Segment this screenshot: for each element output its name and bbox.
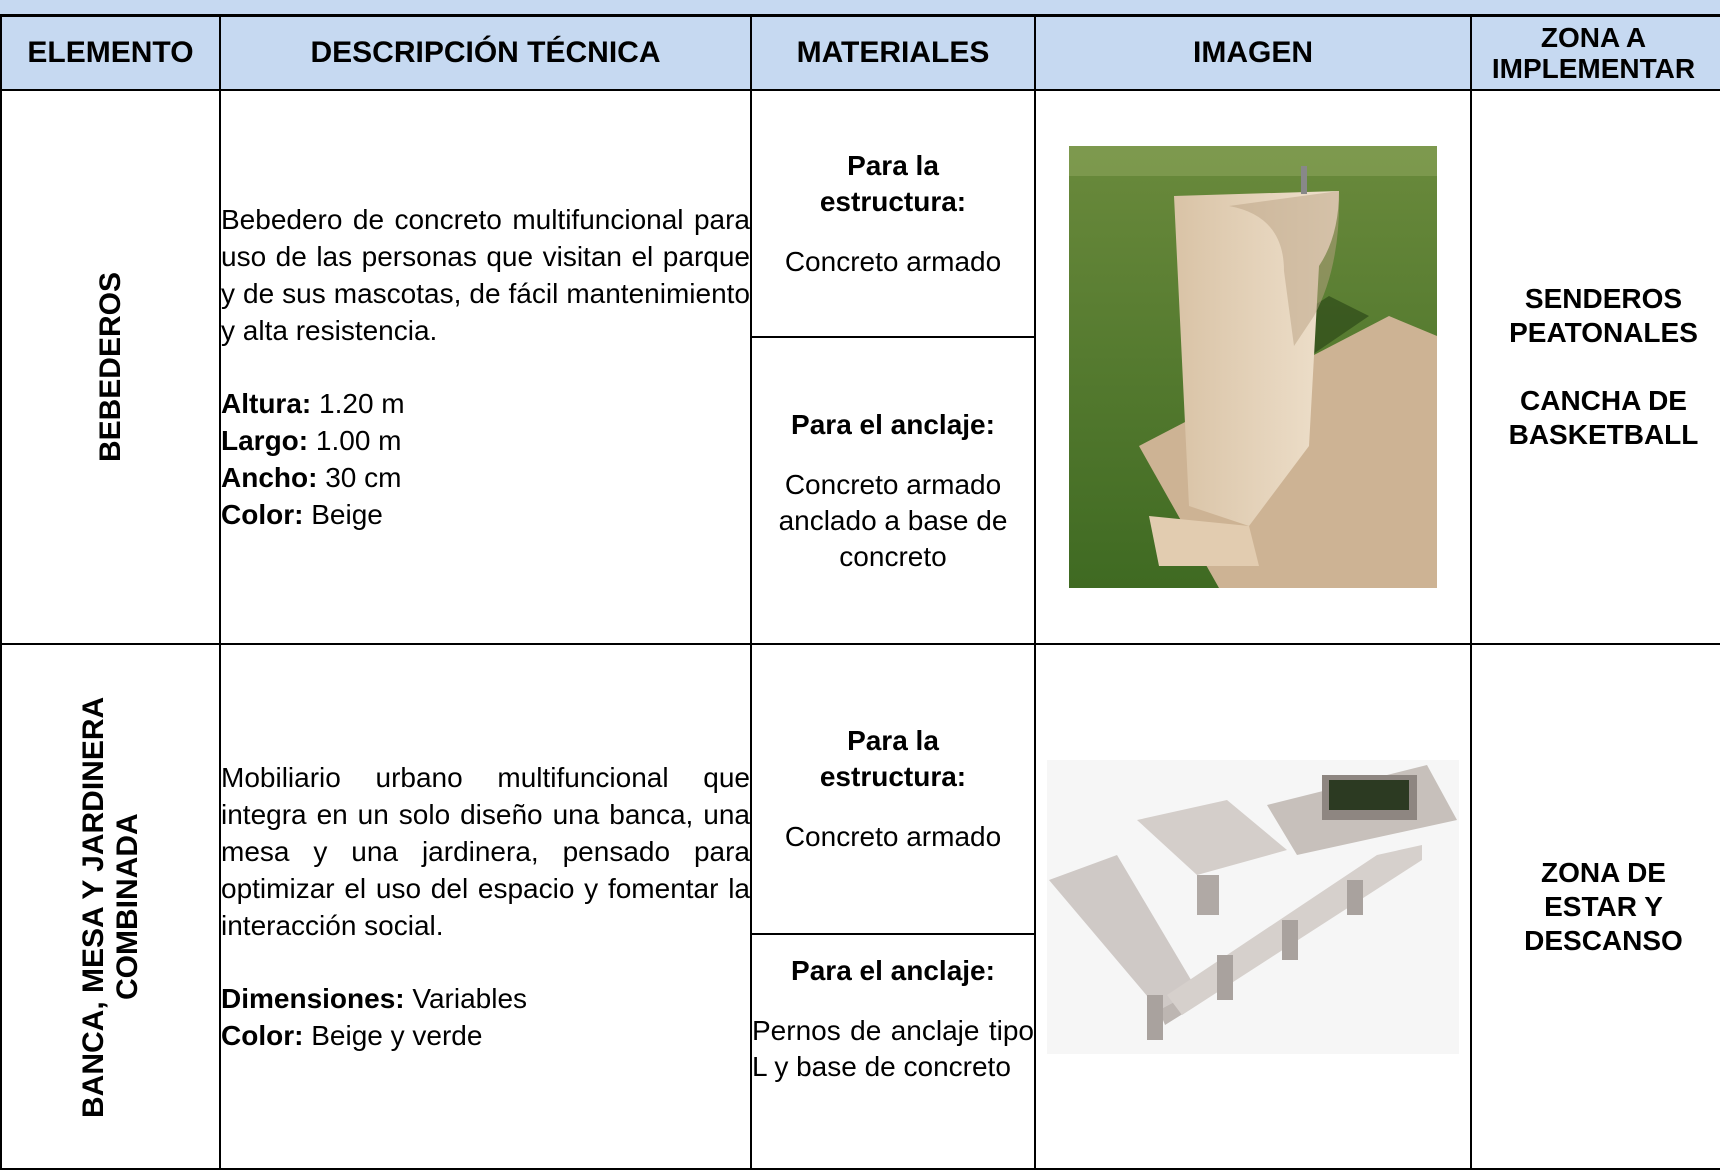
zone-text: SENDEROS PEATONALES [1509,283,1698,348]
materials-structure-title: Para la estructura: [819,149,967,217]
spec-line: Altura: 1.20 m [221,388,405,419]
spec-line: Ancho: 30 cm [221,462,402,493]
zone-text: CANCHA DE BASKETBALL [1508,385,1699,450]
materials-anchor-cell: Para el anclaje: Pernos de anclaje tipo … [750,933,1036,1170]
description-text: Mobiliario urbano multifuncional que int… [221,762,750,941]
header-elemento: ELEMENTO [0,15,221,91]
spec-line: Color: Beige y verde [221,1020,483,1051]
header-zona: ZONA A IMPLEMENTAR [1470,15,1720,91]
materials-anchor-cell: Para el anclaje: Concreto armado anclado… [750,336,1036,645]
table-row-sub: Para el anclaje: Concreto armado anclado… [1,336,1720,645]
drinking-fountain-image [1069,146,1437,588]
materials-anchor-value: Concreto armado anclado a base de concre… [778,468,1008,572]
materials-anchor-title: Para el anclaje: [791,408,995,440]
description-cell: Bebedero de concreto multifuncional para… [219,89,752,645]
header-materiales: MATERIALES [750,15,1036,91]
header-descripcion: DESCRIPCIÓN TÉCNICA [219,15,752,91]
table-row-sub: Para el anclaje: Pernos de anclaje tipo … [1,933,1720,1170]
materials-structure-value: Concreto armado [784,821,1002,852]
materials-structure-title: Para la estructura: [819,725,967,792]
table-row: BEBEDEROS Bebedero de concreto multifunc… [0,89,1720,645]
element-cell: BANCA, MESA Y JARDINERA COMBINADA [0,643,221,1170]
materials-anchor-title: Para el anclaje: [791,955,995,986]
spec-line: Color: Beige [221,499,383,530]
image-cell [1034,89,1472,645]
materials-anchor-value: Pernos de anclaje tipo L y base de concr… [752,1015,1034,1082]
header-row: ELEMENTO DESCRIPCIÓN TÉCNICA MATERIALES … [0,15,1720,91]
zone-cell: ZONA DE ESTAR Y DESCANSO [1470,643,1720,1170]
zone-text: ZONA DE ESTAR Y DESCANSO [1524,856,1683,956]
description-text: Bebedero de concreto multifuncional para… [221,204,750,346]
element-name: BEBEDEROS [93,271,127,463]
header-imagen: IMAGEN [1034,15,1472,91]
furniture-spec-table: ELEMENTO DESCRIPCIÓN TÉCNICA MATERIALES … [0,15,1720,1170]
bench-table-planter-image [1047,759,1459,1054]
zone-cell: SENDEROS PEATONALES CANCHA DE BASKETBALL [1470,89,1720,645]
image-cell [1034,643,1472,1170]
table-row: BANCA, MESA Y JARDINERA COMBINADA Mobili… [0,643,1720,1170]
materials-structure-cell: Para la estructura: Concreto armado [750,89,1036,338]
element-cell: BEBEDEROS [0,89,221,645]
materials-structure-cell: Para la estructura: Concreto armado [750,643,1036,935]
materials-structure-value: Concreto armado [784,245,1002,277]
spec-line: Largo: 1.00 m [221,425,402,456]
title-bar-cut [0,0,1720,16]
spec-line: Dimensiones: Variables [221,983,528,1014]
element-name: BANCA, MESA Y JARDINERA COMBINADA [76,695,144,1118]
description-cell: Mobiliario urbano multifuncional que int… [219,643,752,1170]
